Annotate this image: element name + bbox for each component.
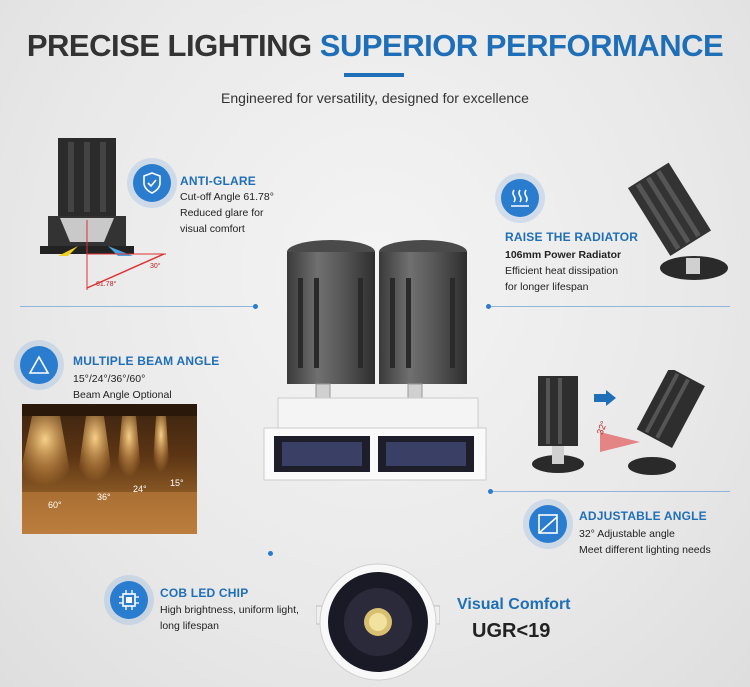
radiator-line-3: for longer lifespan — [505, 281, 589, 293]
beam-label-15: 15° — [170, 478, 184, 488]
adjustable-angle-diagram: 32° — [532, 370, 705, 475]
beam-label-24: 24° — [133, 484, 147, 494]
chip-icon — [119, 590, 139, 610]
adjustable-icon-badge — [529, 505, 567, 543]
connector-dot-left — [253, 304, 258, 309]
radiator-line-2: Efficient heat dissipation — [505, 265, 619, 277]
twin-downlight-product — [263, 240, 487, 481]
cob-line-2: long lifespan — [160, 620, 219, 632]
adjustable-title: ADJUSTABLE ANGLE — [579, 509, 707, 523]
anti-glare-line-1: Cut-off Angle 61.78° — [180, 191, 274, 203]
connector-dot-bottom — [268, 551, 273, 556]
heat-icon — [511, 189, 529, 207]
adjustable-line-2: Meet different lighting needs — [579, 544, 711, 556]
cob-icon-badge — [110, 581, 148, 619]
beam-angle-illustration — [22, 404, 197, 534]
anti-glare-line-2: Reduced glare for — [180, 207, 264, 219]
anti-glare-angle-label: 61.78° — [96, 280, 117, 288]
title-dark: PRECISE LIGHTING — [26, 28, 312, 63]
radiator-icon-badge — [501, 179, 539, 217]
beam-label-60: 60° — [48, 500, 62, 510]
cob-downlight-front — [316, 563, 440, 681]
radiator-product-image — [627, 162, 728, 280]
cob-title: COB LED CHIP — [160, 586, 249, 600]
shield-icon — [143, 172, 161, 194]
cob-text: High brightness, uniform light, long lif… — [160, 602, 299, 634]
page-subtitle: Engineered for versatility, designed for… — [221, 90, 529, 106]
anti-glare-text: Cut-off Angle 61.78° Reduced glare for v… — [180, 189, 274, 237]
connector-dot-right-bottom — [488, 489, 493, 494]
adjustable-angle-label: 32° — [595, 419, 609, 436]
radiator-text: 106mm Power Radiator Efficient heat diss… — [505, 247, 621, 295]
cob-line-1: High brightness, uniform light, — [160, 604, 299, 616]
beam-text: 15°/24°/36°/60° Beam Angle Optional — [73, 371, 172, 403]
title-underline — [344, 73, 404, 77]
beam-title: MULTIPLE BEAM ANGLE — [73, 354, 220, 368]
page-title: PRECISE LIGHTING SUPERIOR PERFORMANCE — [0, 28, 750, 64]
title-blue: SUPERIOR PERFORMANCE — [319, 28, 724, 63]
adjustable-line-1: 32° Adjustable angle — [579, 528, 675, 540]
anti-glare-diagram: 61.78° 30° — [40, 138, 166, 290]
radiator-line-1: 106mm Power Radiator — [505, 249, 622, 261]
connector-dot-right-top — [486, 304, 491, 309]
anti-glare-title: ANTI-GLARE — [180, 174, 256, 188]
angle-icon — [538, 514, 558, 534]
connector-line-right-top — [488, 306, 730, 307]
anti-glare-icon-badge — [133, 164, 171, 202]
beam-icon-badge — [20, 346, 58, 384]
anti-glare-angle-label-2: 30° — [150, 262, 161, 270]
adjustable-text: 32° Adjustable angle Meet different ligh… — [579, 526, 711, 558]
beam-line-2: Beam Angle Optional — [73, 389, 172, 401]
ugr-value: UGR<19 — [472, 620, 551, 642]
beam-label-36: 36° — [97, 492, 111, 502]
beam-angle-room-photo: 60° 36° 24° 15° — [22, 404, 197, 534]
anti-glare-line-3: visual comfort — [180, 223, 245, 235]
connector-line-left — [20, 306, 256, 307]
triangle-icon — [28, 355, 50, 374]
visual-comfort-title: Visual Comfort — [457, 596, 571, 613]
radiator-title: RAISE THE RADIATOR — [505, 230, 639, 244]
beam-line-1: 15°/24°/36°/60° — [73, 373, 146, 385]
connector-line-right-bottom — [490, 491, 730, 492]
